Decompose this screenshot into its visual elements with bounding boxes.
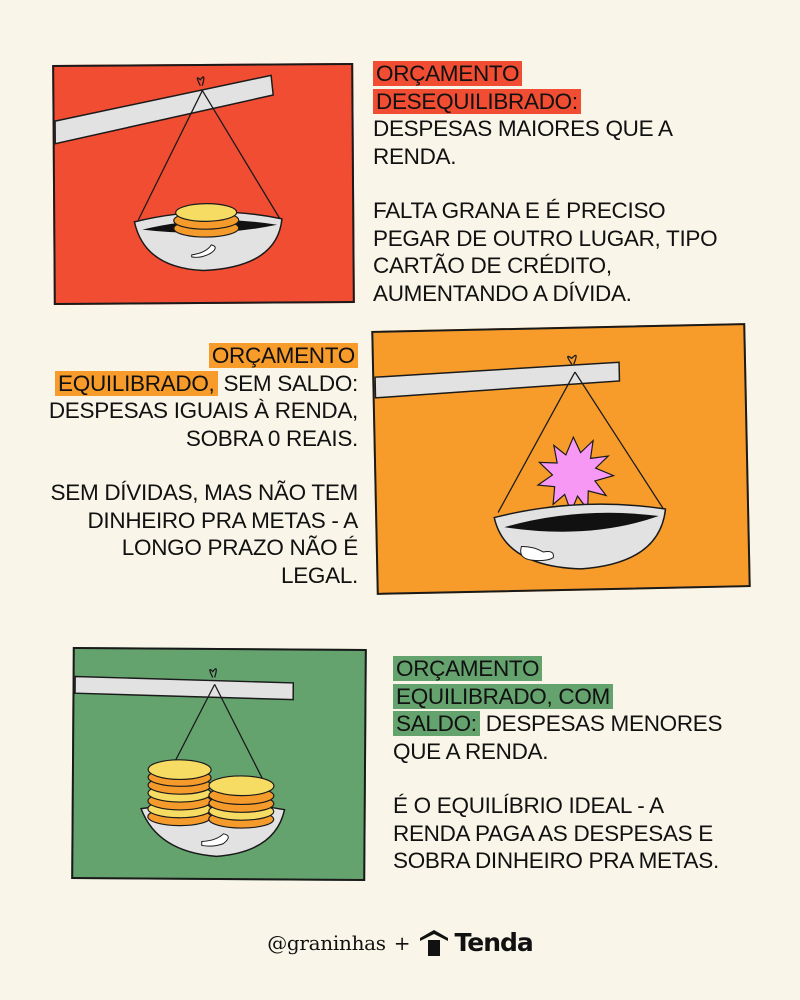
description: DESPESAS MENORES QUE A RENDA. — [393, 711, 723, 764]
explanation: FALTA GRANA E É PRECISO PEGAR DE OUTRO L… — [373, 198, 718, 306]
scale-many-coins-icon — [74, 668, 295, 858]
description: SEM SALDO: DESPESAS IGUAIS À RENDA, SOBR… — [48, 370, 358, 451]
illustration-balanced-with-surplus — [71, 646, 367, 882]
explanation: É O EQUILÍBRIO IDEAL - A RENDA PAGA AS D… — [393, 793, 719, 873]
house-icon — [419, 929, 448, 956]
brand-name: Tenda — [454, 928, 534, 957]
section-balanced-with-surplus-text: ORÇAMENTO EQUILIBRADO, COM SALDO: DESPES… — [393, 655, 753, 875]
section-unbalanced-text: ORÇAMENTO DESEQUILIBRADO: DESPESAS MAIOR… — [373, 60, 773, 307]
tenda-logo: Tenda — [419, 928, 534, 957]
plus-sign: + — [393, 930, 411, 955]
explanation: SEM DÍVIDAS, MAS NÃO TEM DINHEIRO PRA ME… — [50, 480, 359, 588]
highlighted-title: ORÇAMENTO — [208, 343, 358, 368]
highlighted-title: EQUILIBRADO, COM — [393, 683, 613, 709]
illustration-unbalanced-budget — [52, 62, 355, 306]
footer-credits: @graninhas + Tenda — [0, 928, 800, 957]
graninhas-handle: @graninhas — [267, 930, 386, 955]
highlighted-title: ORÇAMENTO — [373, 61, 523, 86]
section-balanced-no-surplus-text: ORÇAMENTO EQUILIBRADO, SEM SALDO: DESPES… — [40, 342, 358, 589]
scale-empty-burst-icon — [374, 354, 667, 570]
illustration-balanced-no-surplus — [371, 323, 751, 595]
highlighted-title: ORÇAMENTO — [393, 656, 543, 681]
description: DESPESAS MAIORES QUE A RENDA. — [373, 116, 672, 169]
highlighted-title: DESEQUILIBRADO: — [373, 88, 581, 114]
highlighted-title: SALDO: — [393, 711, 480, 736]
highlighted-title: EQUILIBRADO, — [55, 370, 218, 396]
scale-few-coins-icon — [54, 74, 283, 272]
